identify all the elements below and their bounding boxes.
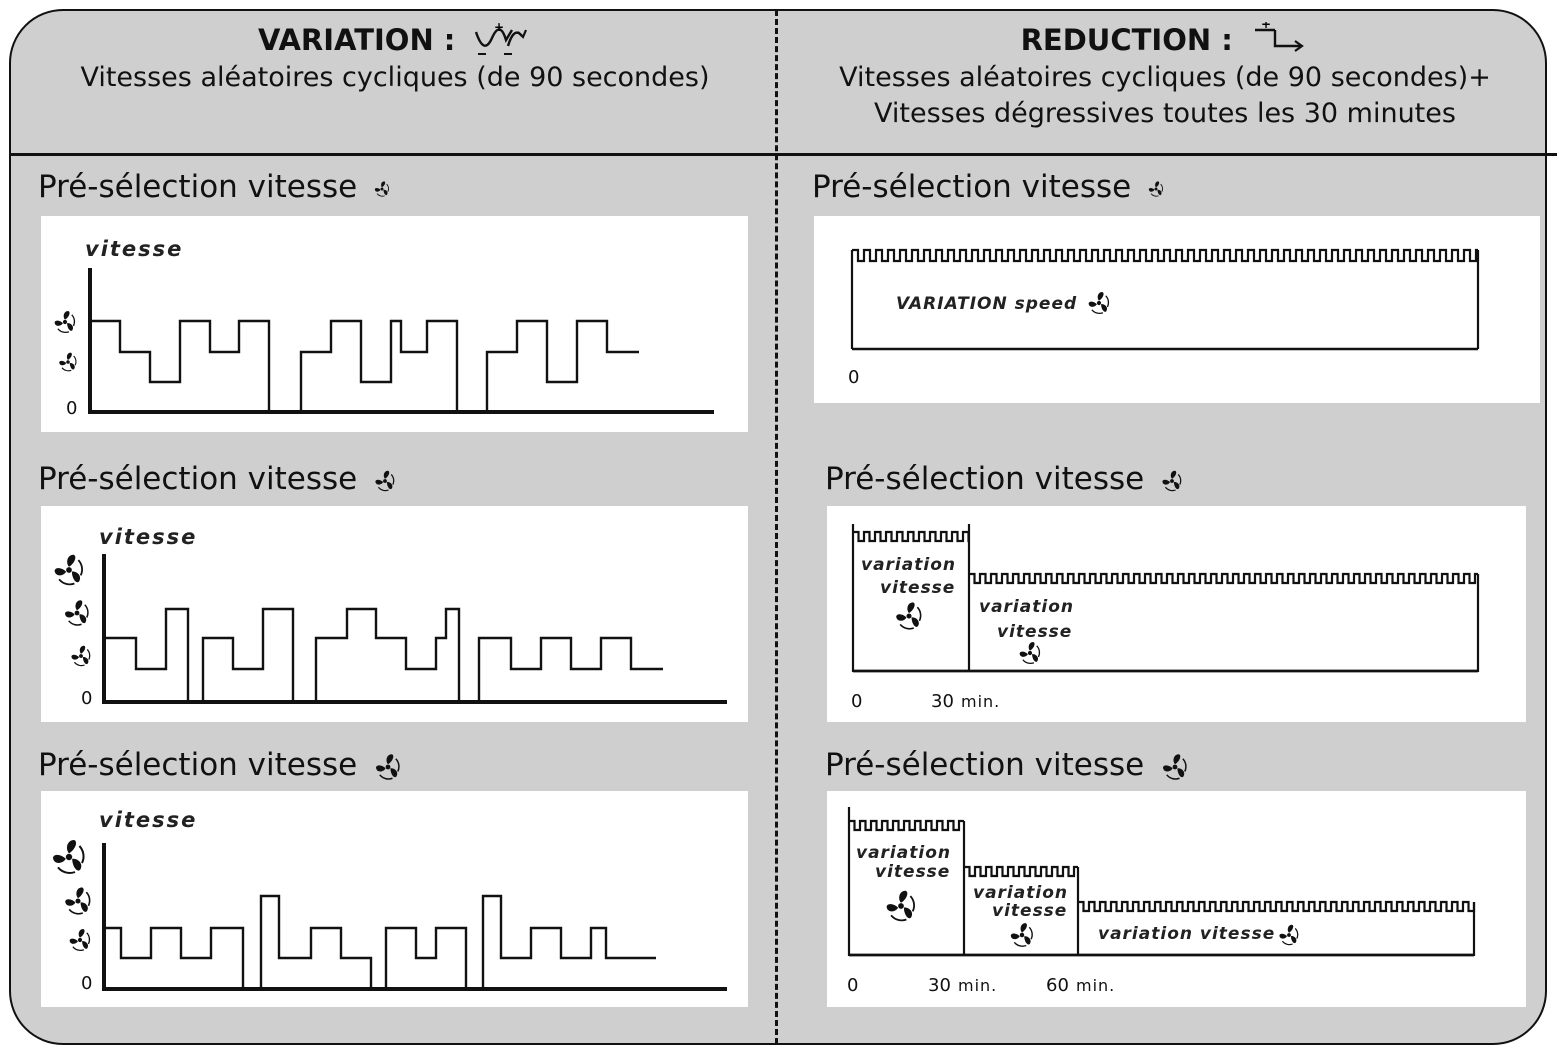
stage1-label-a: variation bbox=[861, 555, 956, 575]
left-chart-2: vitesse 0 bbox=[41, 506, 748, 722]
zero-label: 0 bbox=[81, 973, 92, 994]
stage2-label-b: vitesse bbox=[997, 622, 1072, 642]
fan-small-icon bbox=[58, 352, 77, 372]
fan-medium-icon bbox=[64, 599, 89, 626]
zero-label: 0 bbox=[66, 398, 77, 419]
fan-large-icon bbox=[53, 553, 83, 586]
fan-small-icon bbox=[1147, 180, 1165, 198]
left-section-title-3: Pré-sélection vitesse bbox=[38, 746, 403, 784]
fan-medium-icon bbox=[1087, 291, 1110, 315]
fan-large-icon bbox=[895, 601, 922, 630]
variation-mode-icon: + bbox=[474, 20, 528, 55]
right-chart-3: variation vitesse variation vitesse vari… bbox=[827, 791, 1526, 1007]
tick-30-unit: min. bbox=[958, 976, 997, 995]
variation-square-wave bbox=[852, 248, 1478, 263]
variation-speed-label: VARIATION speed bbox=[896, 294, 1077, 314]
axis-label: vitesse bbox=[85, 237, 183, 261]
fan-large-icon bbox=[1160, 752, 1190, 782]
variation-square-wave bbox=[853, 530, 970, 543]
right-chart-2: variation vitesse variation vitesse 0 30… bbox=[827, 506, 1526, 722]
fan-small-icon bbox=[373, 180, 391, 198]
speed-curve bbox=[90, 319, 639, 414]
right-section-title-2: Pré-sélection vitesse bbox=[825, 460, 1184, 498]
svg-text:+: + bbox=[494, 22, 504, 34]
fan-large-icon bbox=[373, 752, 403, 782]
preselection-label: Pré-sélection vitesse bbox=[825, 747, 1145, 783]
zero-label: 0 bbox=[81, 688, 92, 709]
fan-medium-icon bbox=[1018, 641, 1041, 665]
variation-square-wave bbox=[964, 865, 1078, 878]
tick-zero: 0 bbox=[847, 975, 858, 996]
fan-small-icon bbox=[1278, 924, 1299, 946]
preselection-label: Pré-sélection vitesse bbox=[825, 461, 1145, 497]
fan-large-icon bbox=[52, 839, 85, 874]
stage1-label-a: variation bbox=[856, 843, 951, 863]
stage1-label-b: vitesse bbox=[880, 578, 955, 598]
tick-zero: 0 bbox=[848, 367, 859, 388]
tick-30: 30 bbox=[931, 691, 954, 712]
variation-square-wave bbox=[969, 572, 1478, 585]
left-chart-3: vitesse 0 bbox=[41, 791, 748, 1007]
right-section-title-3: Pré-sélection vitesse bbox=[825, 746, 1190, 784]
reduction-line-2: Vitesses dégressives toutes les 30 minut… bbox=[874, 98, 1456, 129]
header-divider bbox=[9, 153, 1557, 156]
fan-large-icon bbox=[885, 889, 915, 922]
reduction-title: REDUCTION : bbox=[1020, 23, 1233, 57]
variation-header: VARIATION : + Vitesses aléatoires cycliq… bbox=[20, 20, 770, 96]
stage1-label-b: vitesse bbox=[875, 862, 950, 882]
reduction-line-1: Vitesses aléatoires cycliques (de 90 sec… bbox=[839, 62, 1491, 93]
axis-label: vitesse bbox=[99, 525, 197, 549]
stage2-label-a: variation bbox=[979, 597, 1074, 617]
variation-square-wave bbox=[849, 819, 964, 832]
preselection-label: Pré-sélection vitesse bbox=[38, 461, 358, 497]
speed-curve bbox=[104, 894, 656, 991]
fan-medium-icon bbox=[1010, 922, 1033, 947]
speed-curve bbox=[104, 607, 663, 704]
reduction-header: REDUCTION : + Vitesses aléatoires cycliq… bbox=[785, 17, 1545, 132]
right-chart-1: VARIATION speed 0 bbox=[814, 216, 1540, 403]
svg-text:+: + bbox=[1261, 22, 1271, 31]
variation-title: VARIATION : bbox=[257, 23, 456, 57]
preselection-label: Pré-sélection vitesse bbox=[38, 747, 358, 783]
fan-medium-icon bbox=[373, 469, 397, 493]
left-chart-1: vitesse 0 bbox=[41, 216, 748, 432]
right-section-title-1: Pré-sélection vitesse bbox=[812, 168, 1165, 206]
stage3-label: variation vitesse bbox=[1098, 924, 1275, 944]
fan-medium-icon bbox=[64, 886, 91, 915]
tick-30-unit: min. bbox=[961, 692, 1000, 711]
axis-label: vitesse bbox=[99, 808, 197, 832]
tick-zero: 0 bbox=[851, 691, 862, 712]
stage2-label-a: variation bbox=[973, 883, 1068, 903]
left-section-title-1: Pré-sélection vitesse bbox=[38, 168, 391, 206]
fan-small-icon bbox=[53, 310, 76, 334]
variation-subtitle: Vitesses aléatoires cycliques (de 90 sec… bbox=[80, 62, 710, 93]
fan-medium-icon bbox=[1160, 469, 1184, 493]
tick-30: 30 bbox=[928, 975, 951, 996]
variation-square-wave bbox=[1078, 900, 1476, 913]
preselection-label: Pré-sélection vitesse bbox=[812, 169, 1132, 205]
fan-small-icon bbox=[70, 645, 91, 667]
column-divider bbox=[775, 10, 778, 1044]
stage2-label-b: vitesse bbox=[992, 901, 1067, 921]
reduction-mode-icon: + bbox=[1255, 17, 1305, 52]
fan-small-icon bbox=[68, 928, 91, 952]
left-section-title-2: Pré-sélection vitesse bbox=[38, 460, 397, 498]
preselection-label: Pré-sélection vitesse bbox=[38, 169, 358, 205]
tick-60: 60 bbox=[1046, 975, 1069, 996]
tick-60-unit: min. bbox=[1076, 976, 1115, 995]
